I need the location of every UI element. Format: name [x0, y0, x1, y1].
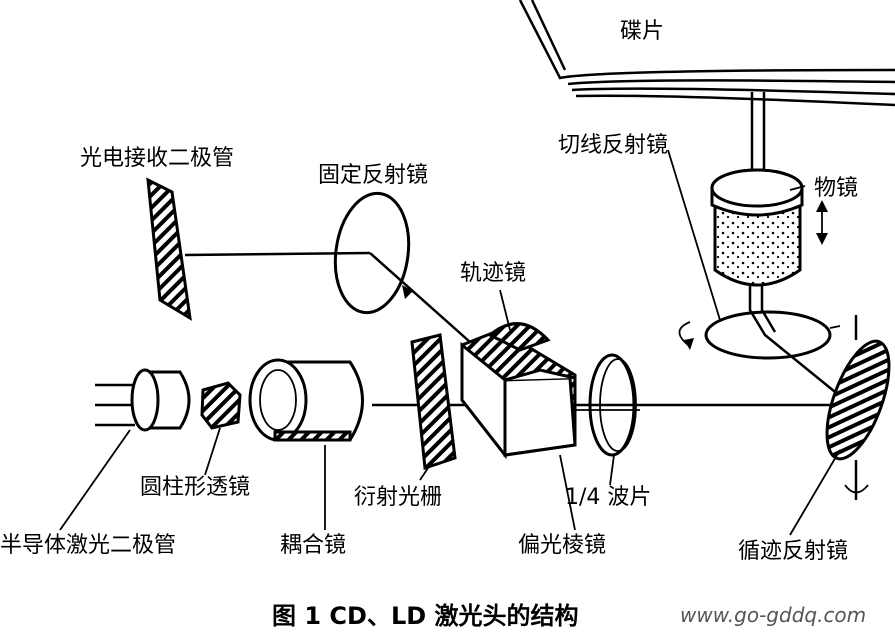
laser-diode	[95, 368, 191, 432]
label-polarizing-prism: 偏光棱镜	[518, 533, 606, 558]
objective-shaft	[750, 92, 766, 175]
watermark: www.go-gddq.com	[680, 603, 866, 627]
label-cylindrical-lens: 圆柱形透镜	[140, 475, 250, 500]
focus-motion-arrow-icon	[816, 200, 828, 245]
figure-caption: 图 1 CD、LD 激光头的结构	[272, 602, 579, 630]
diffraction-grating	[410, 333, 457, 471]
coupling-lens	[248, 358, 364, 442]
objective-lens	[710, 168, 804, 287]
leader-lines	[59, 149, 841, 536]
polarizing-prism	[460, 328, 577, 460]
label-track-mirror: 轨迹镜	[460, 261, 526, 286]
quarter-wave-plate	[588, 353, 637, 457]
tangent-mirror	[678, 310, 841, 360]
cylindrical-lens	[200, 381, 242, 430]
label-tangent-mirror: 切线反射镜	[558, 133, 668, 158]
beam-objective-2	[760, 285, 777, 333]
photodiode	[146, 177, 192, 321]
label-objective-lens: 物镜	[814, 176, 858, 201]
tracking-mirror	[825, 315, 891, 500]
label-tracking-mirror: 循迹反射镜	[738, 539, 848, 564]
fixed-mirror	[333, 191, 411, 315]
label-quarter-wave-plate: 1/4 波片	[565, 485, 651, 510]
disc	[518, 0, 895, 107]
track-mirror	[487, 322, 551, 352]
label-photodiode: 光电接收二极管	[80, 146, 234, 171]
label-diffraction-grating: 衍射光栅	[354, 485, 442, 510]
label-coupling-lens: 耦合镜	[280, 533, 346, 558]
label-laser-diode: 半导体激光二极管	[0, 533, 176, 558]
label-fixed-mirror: 固定反射镜	[318, 163, 428, 188]
label-disc: 碟片	[620, 19, 664, 44]
return-beam-path	[184, 251, 471, 343]
beam-objective	[748, 285, 846, 401]
